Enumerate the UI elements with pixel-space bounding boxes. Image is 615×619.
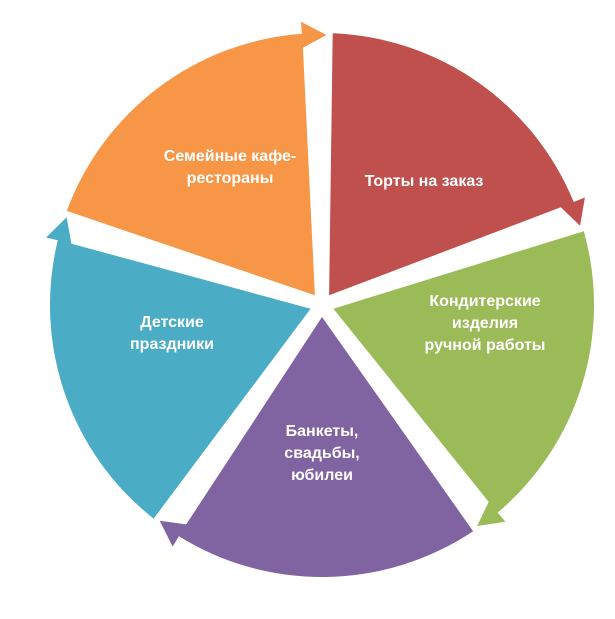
segment-family-cafes	[66, 21, 327, 296]
segment-label-line: праздники	[130, 336, 214, 353]
segment-label-line: Банкеты,	[286, 423, 359, 440]
segment-label-line: Семейные кафе-	[164, 148, 296, 165]
segment-label-line: свадьбы,	[284, 445, 359, 462]
segment-label-line: юбилеи	[291, 467, 353, 484]
segment-label-line: рестораны	[187, 170, 274, 187]
segment-label-family-cafes: Семейные кафе-рестораны	[164, 148, 296, 187]
segment-label-line: Детские	[140, 314, 204, 331]
segment-label-line: изделия	[452, 315, 518, 332]
segment-label-line: ручной работы	[425, 337, 546, 354]
segment-label-banquets: Банкеты, свадьбы, юбилеи	[284, 423, 359, 484]
segment-kids-parties	[46, 217, 311, 519]
segment-label-confectionery: Кондитерские изделия ручной работы	[425, 293, 546, 354]
segment-banquets	[159, 317, 474, 578]
segment-label-line: Кондитерские	[429, 293, 540, 310]
segment-cakes	[329, 33, 585, 296]
segment-label-kids-parties: Детские праздники	[130, 314, 214, 353]
segment-label-line: Торты на заказ	[365, 173, 484, 190]
segment-confectionery	[333, 231, 594, 526]
segment-label-cakes: Торты на заказ	[365, 173, 484, 190]
